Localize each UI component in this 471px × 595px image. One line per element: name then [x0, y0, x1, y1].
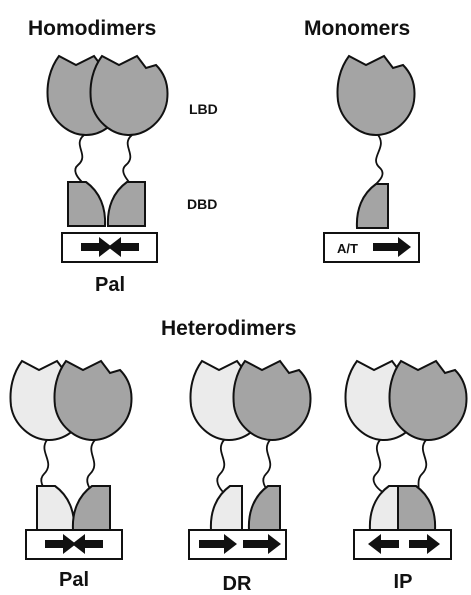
- heterodimer-pal-lbd-dark: [53, 360, 133, 441]
- heterodimer-ip-label: IP: [394, 571, 413, 593]
- homodimer-hinge-left: [74, 134, 85, 183]
- heterodimer-pal-dbd-dark: [71, 485, 111, 531]
- heterodimer-dr-dbd-dark: [247, 485, 281, 531]
- heterodimer-ip-complex: IP: [344, 360, 468, 593]
- homodimer-dna-element: [61, 232, 158, 263]
- monomer-element-label: A/T: [337, 241, 358, 256]
- heterodimer-ip-dbd-dark: [397, 485, 437, 531]
- homodimer-dbd-right: [106, 181, 146, 227]
- heterodimer-pal-dbd-light: [36, 485, 76, 531]
- heterodimer-dr-label: DR: [223, 573, 252, 595]
- lbd-label: LBD: [189, 101, 218, 117]
- heterodimers-title: Heterodimers: [161, 317, 296, 340]
- homodimer-element-label: Pal: [95, 274, 125, 296]
- monomer-lbd: [336, 55, 416, 136]
- homodimer-complex: Pal: [46, 55, 169, 296]
- heterodimer-ip-hinge-light: [372, 439, 385, 494]
- heterodimer-dr-dbd-light: [209, 485, 243, 531]
- heterodimer-pal-label: Pal: [59, 569, 89, 591]
- homodimer-lbd-right: [89, 55, 169, 136]
- homodimer-dbd-left: [67, 181, 107, 227]
- heterodimer-dr-complex: DR: [188, 360, 312, 595]
- heterodimer-dr-hinge-light: [216, 439, 226, 494]
- dbd-label: DBD: [187, 196, 217, 212]
- heterodimer-dr-lbd-dark: [232, 360, 312, 441]
- homodimer-hinge-right: [122, 134, 133, 183]
- monomer-complex: A/T: [323, 55, 420, 263]
- monomers-title: Monomers: [304, 17, 410, 40]
- homodimers-title: Homodimers: [28, 17, 156, 40]
- heterodimer-ip-lbd-dark: [388, 360, 468, 441]
- monomer-dbd: [355, 183, 389, 229]
- heterodimer-ip-hinge-dark: [417, 439, 428, 494]
- heterodimer-pal-complex: Pal: [9, 360, 133, 591]
- monomer-hinge: [375, 134, 384, 185]
